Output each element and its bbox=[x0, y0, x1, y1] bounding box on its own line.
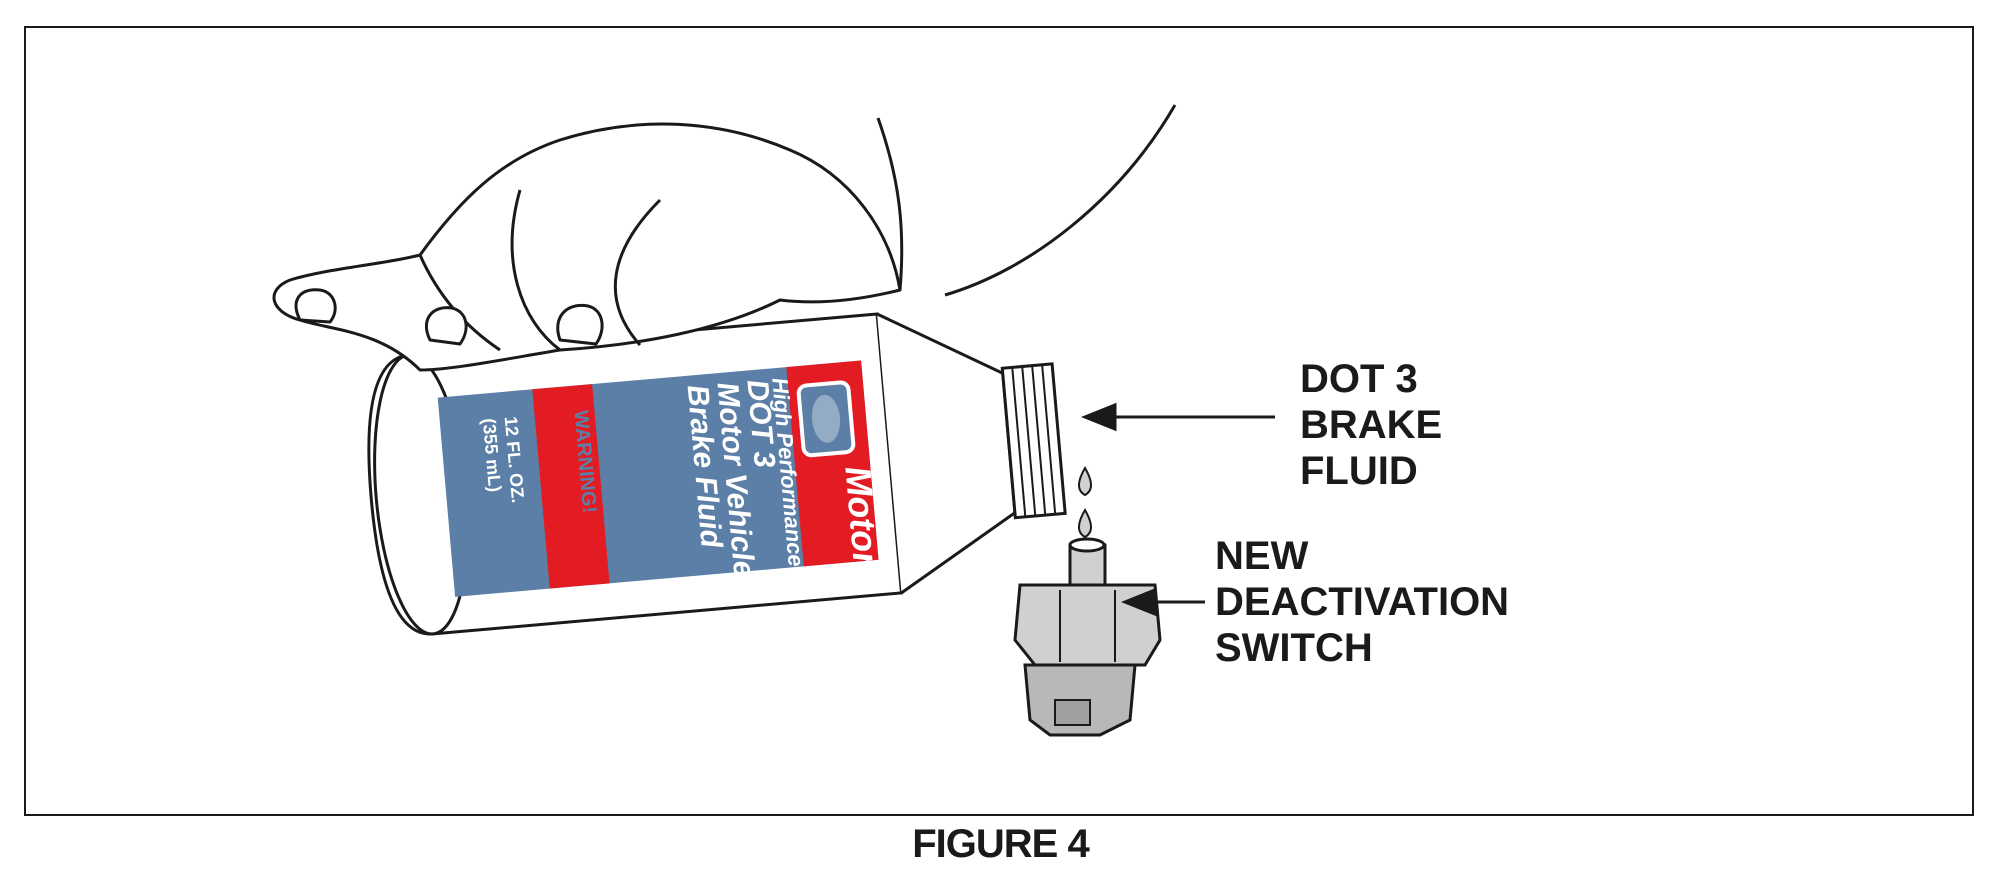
ford-logo-icon bbox=[796, 380, 856, 458]
deactivation-switch bbox=[1013, 537, 1162, 737]
bottle-brand-text: Motor bbox=[837, 464, 887, 569]
hand bbox=[272, 122, 902, 372]
brake-fluid-callout-line3: FLUID bbox=[1300, 449, 1418, 493]
bottle-line2-text: DOT 3 bbox=[740, 378, 781, 469]
warning-stripe bbox=[532, 384, 610, 589]
arrow-brake-fluid-icon bbox=[1080, 402, 1275, 432]
brake-fluid-bottle: Motor High Performance DOT 3 Motor Vehic… bbox=[367, 312, 1067, 636]
brake-fluid-callout: DOT 3 BRAKE FLUID bbox=[1300, 356, 1442, 494]
arrow-switch-icon bbox=[1120, 587, 1205, 617]
figure-caption: FIGURE 4 bbox=[912, 822, 1089, 866]
switch-callout-line2: DEACTIVATION bbox=[1215, 580, 1510, 624]
fluid-drops-icon bbox=[1078, 466, 1092, 539]
switch-callout: NEW DEACTIVATION SWITCH bbox=[1215, 533, 1509, 671]
switch-callout-line1: NEW bbox=[1215, 534, 1309, 578]
figure-frame bbox=[24, 26, 1974, 816]
brake-fluid-callout-line2: BRAKE bbox=[1300, 403, 1443, 447]
brake-fluid-callout-line1: DOT 3 bbox=[1300, 357, 1418, 401]
arm-outline bbox=[876, 104, 1177, 297]
switch-callout-line3: SWITCH bbox=[1215, 626, 1373, 670]
